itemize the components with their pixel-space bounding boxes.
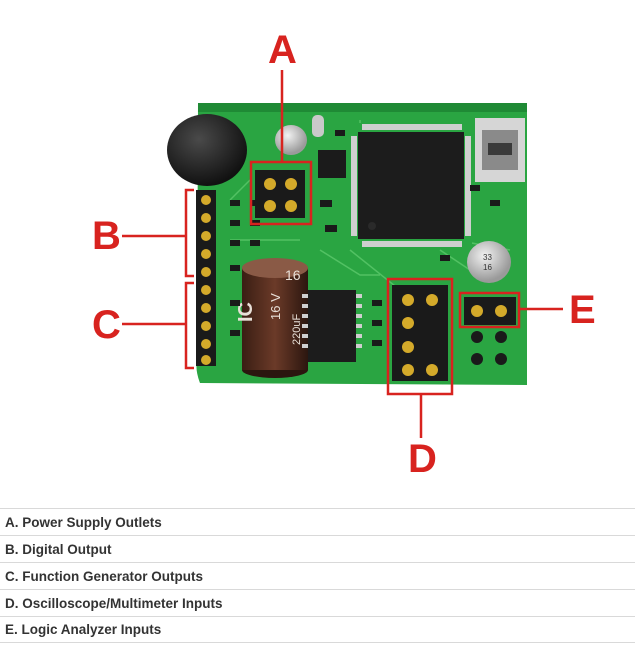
callout-letter-c: C (92, 303, 121, 347)
regulator (318, 150, 346, 178)
legend-item-d: D. Oscilloscope/Multimeter Inputs (0, 589, 635, 616)
cap-text-2: 16 V (268, 293, 283, 320)
usb-connector (475, 118, 525, 182)
cap-text-4: IC (235, 302, 257, 322)
pcb-illustration: 33 16 16 16 V 220uF IC (122, 70, 563, 438)
small-cap-label-1: 33 (483, 253, 492, 262)
small-cap-label-2: 16 (483, 263, 492, 272)
callout-letter-b: B (92, 214, 121, 258)
legend-item-e: E. Logic Analyzer Inputs (0, 616, 635, 643)
left-header-pins (196, 190, 216, 366)
power-supply-header (255, 170, 305, 218)
cap-text-3: 220uF (291, 314, 303, 345)
board-edge (198, 103, 527, 112)
legend-item-c: C. Function Generator Outputs (0, 562, 635, 589)
callout-letter-d: D (408, 437, 437, 481)
legend-list: A. Power Supply Outlets B. Digital Outpu… (0, 508, 635, 643)
crystal (312, 115, 324, 137)
large-capacitor: 16 16 V 220uF IC (235, 258, 308, 378)
callout-letter-a: A (268, 28, 297, 72)
pcb-figure: 33 16 16 16 V 220uF IC (92, 28, 596, 481)
cap-text-1: 16 (285, 267, 301, 283)
oscilloscope-header (392, 285, 448, 381)
buzzer (167, 114, 247, 186)
small-capacitor-right (467, 241, 511, 283)
callout-letter-e: E (569, 288, 596, 332)
legend-item-a: A. Power Supply Outlets (0, 508, 635, 535)
logic-analyzer-header (464, 297, 516, 365)
small-capacitor-top (275, 125, 307, 155)
legend-item-b: B. Digital Output (0, 535, 635, 562)
ic-chip-small (302, 290, 362, 362)
callout-markers (122, 70, 563, 438)
bracket-c (184, 281, 194, 370)
bracket-b (184, 188, 194, 278)
microcontroller-chip (350, 123, 472, 248)
